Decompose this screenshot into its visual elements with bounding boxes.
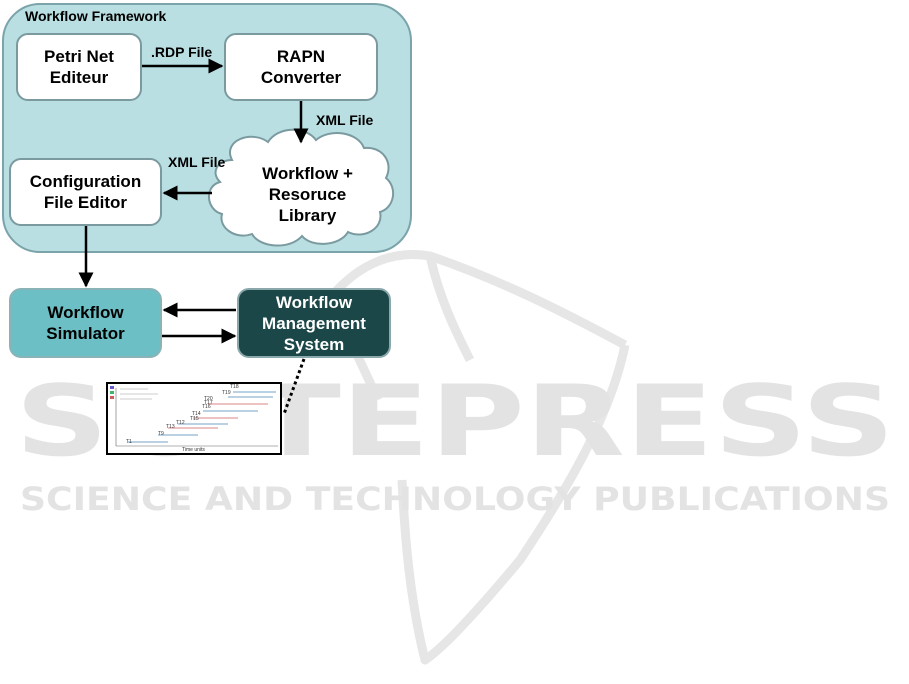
gantt-x-axis-label: Time units [182, 447, 205, 453]
gantt-task-label: T15 [190, 416, 199, 422]
gantt-task-label: T12 [176, 420, 185, 426]
gantt-task-label: T13 [166, 424, 175, 430]
dotted-link-wms-to-thumbnail [284, 359, 304, 414]
gantt-task-label: T20 [204, 396, 213, 402]
gantt-task-label: T18 [230, 384, 239, 390]
legend-swatch [110, 386, 114, 389]
legend-swatch [110, 396, 114, 399]
gantt-thumbnail: T1 T9 T12 T13 T14 T15 T16 T17 T18 T19 T2… [106, 382, 282, 455]
gantt-task-label: T19 [222, 390, 231, 396]
gantt-task-label: T1 [126, 439, 132, 445]
legend-swatch [110, 391, 114, 394]
gantt-task-label: T9 [158, 431, 164, 437]
